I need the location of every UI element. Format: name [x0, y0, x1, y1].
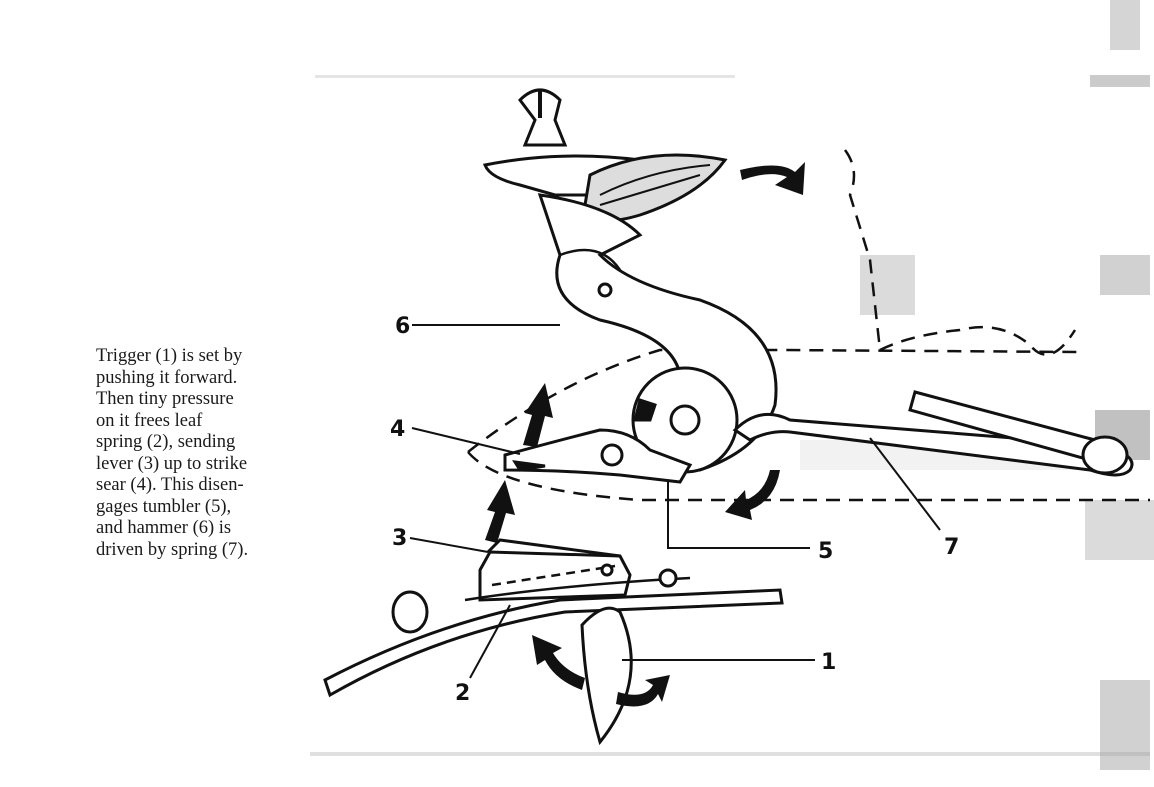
- trigger-assembly: [323, 538, 784, 746]
- caption-line: Trigger (1) is set by: [96, 346, 243, 366]
- caption-line: lever (3) up to strike: [96, 453, 248, 474]
- leader-5: [667, 480, 810, 549]
- callout-3: 3: [392, 526, 407, 551]
- caption-line: gages tumbler (5),: [96, 496, 232, 517]
- arrow-sear-up: [523, 383, 553, 447]
- caption-line: on it frees leaf: [96, 410, 203, 431]
- callout-numbers: 6 4 5 7 3 2 1: [390, 314, 959, 706]
- arrow-tumbler-turn: [725, 470, 780, 520]
- motion-arrows: [485, 162, 805, 707]
- callout-1: 1: [821, 650, 836, 675]
- caption-line: sear (4). This disen-: [96, 475, 244, 495]
- leader-4: [411, 427, 521, 455]
- callout-2: 2: [455, 681, 470, 706]
- leader-3: [409, 537, 489, 553]
- arrow-hammer-fall: [740, 162, 805, 195]
- arrow-lever-up: [485, 480, 515, 543]
- caption-line: and hammer (6) is: [96, 518, 232, 538]
- leader-lines: [409, 324, 941, 679]
- mainspring: [732, 390, 1134, 477]
- caption-line: pushing it forward.: [96, 367, 238, 388]
- callout-6: 6: [395, 314, 410, 339]
- caption-line: Then tiny pressure: [96, 389, 234, 409]
- arrow-trigger-back: [532, 635, 585, 690]
- caption-line: spring (2), sending: [96, 432, 236, 452]
- sear: [503, 428, 693, 484]
- callout-7: 7: [944, 535, 959, 560]
- diagram-caption: Trigger (1) is set by pushing it forward…: [96, 346, 311, 561]
- caption-line: driven by spring (7).: [96, 539, 249, 560]
- leader-7: [869, 437, 941, 531]
- callout-5: 5: [818, 539, 833, 564]
- callout-4: 4: [390, 417, 405, 442]
- lock-plate-outline: [467, 149, 1150, 502]
- arrow-trigger-forward: [616, 675, 670, 707]
- leader-2: [469, 604, 511, 679]
